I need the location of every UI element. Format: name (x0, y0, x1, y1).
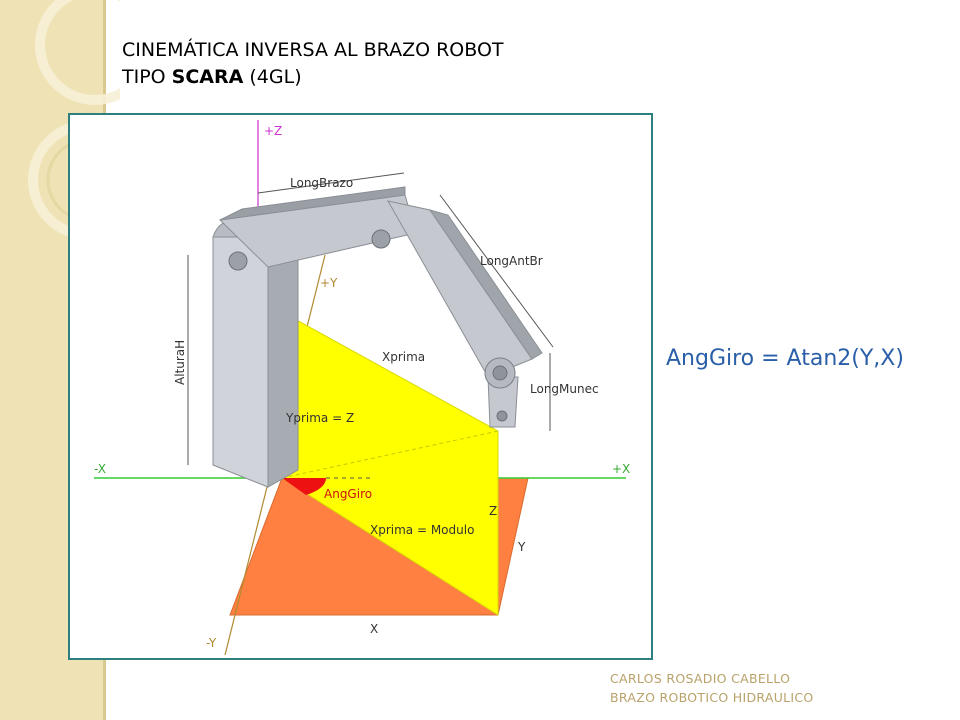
footer-subtitle: BRAZO ROBOTICO HIDRAULICO (610, 690, 814, 705)
title-line-2-bold: SCARA (171, 66, 244, 88)
xprima-diagonal (281, 430, 499, 479)
elbow-joint-hole (371, 229, 391, 249)
slide-title: CINEMÁTICA INVERSA AL BRAZO ROBOT TIPO S… (122, 37, 504, 91)
title-line-1: CINEMÁTICA INVERSA AL BRAZO ROBOT (122, 39, 504, 61)
long-brazo-dimension (257, 172, 405, 194)
label-long-ant-br: LongAntBr (480, 254, 543, 268)
label-long-munec: LongMunec (530, 382, 599, 396)
forearm-side (428, 209, 543, 360)
scara-diagram-frame: +Z LongBrazo LongAntBr +Y Xprima LongMun… (68, 113, 653, 660)
label-z: Z (489, 504, 497, 518)
long-ant-br-dimension (439, 194, 554, 348)
label-xprima-modulo: Xprima = Modulo (370, 523, 474, 537)
label-yprima-z: Yprima = Z (285, 411, 354, 425)
label-plus-x: +X (612, 462, 630, 476)
label-plus-y: +Y (320, 276, 338, 290)
upper-arm-top (219, 186, 406, 221)
base-column-front (212, 236, 269, 488)
base-joint-hole (228, 251, 248, 271)
ang-giro-formula: AngGiro = Atan2(Y,X) (666, 346, 904, 371)
scara-diagram: +Z LongBrazo LongAntBr +Y Xprima LongMun… (94, 120, 630, 656)
label-ang-giro: AngGiro (324, 487, 372, 501)
title-line-2: TIPO SCARA (4GL) (122, 64, 504, 91)
robot-arm (212, 186, 543, 488)
label-x: X (370, 622, 378, 636)
end-effector-hole (496, 410, 508, 422)
label-plus-z: +Z (264, 124, 282, 138)
ang-giro-wedge (282, 478, 327, 495)
label-y: Y (517, 540, 526, 554)
label-minus-y: -Y (206, 636, 217, 650)
title-line-2-prefix: TIPO (122, 66, 172, 88)
footer-credits: CARLOS ROSADIO CABELLO BRAZO ROBOTICO HI… (610, 669, 814, 707)
label-long-brazo: LongBrazo (290, 176, 353, 190)
label-minus-x: -X (94, 462, 106, 476)
label-xprima: Xprima (382, 350, 425, 364)
footer-author: CARLOS ROSADIO CABELLO (610, 671, 791, 686)
wrist-joint-hole (492, 365, 508, 381)
label-altura-h: AlturaH (173, 340, 187, 385)
title-line-2-suffix: (4GL) (243, 66, 302, 88)
